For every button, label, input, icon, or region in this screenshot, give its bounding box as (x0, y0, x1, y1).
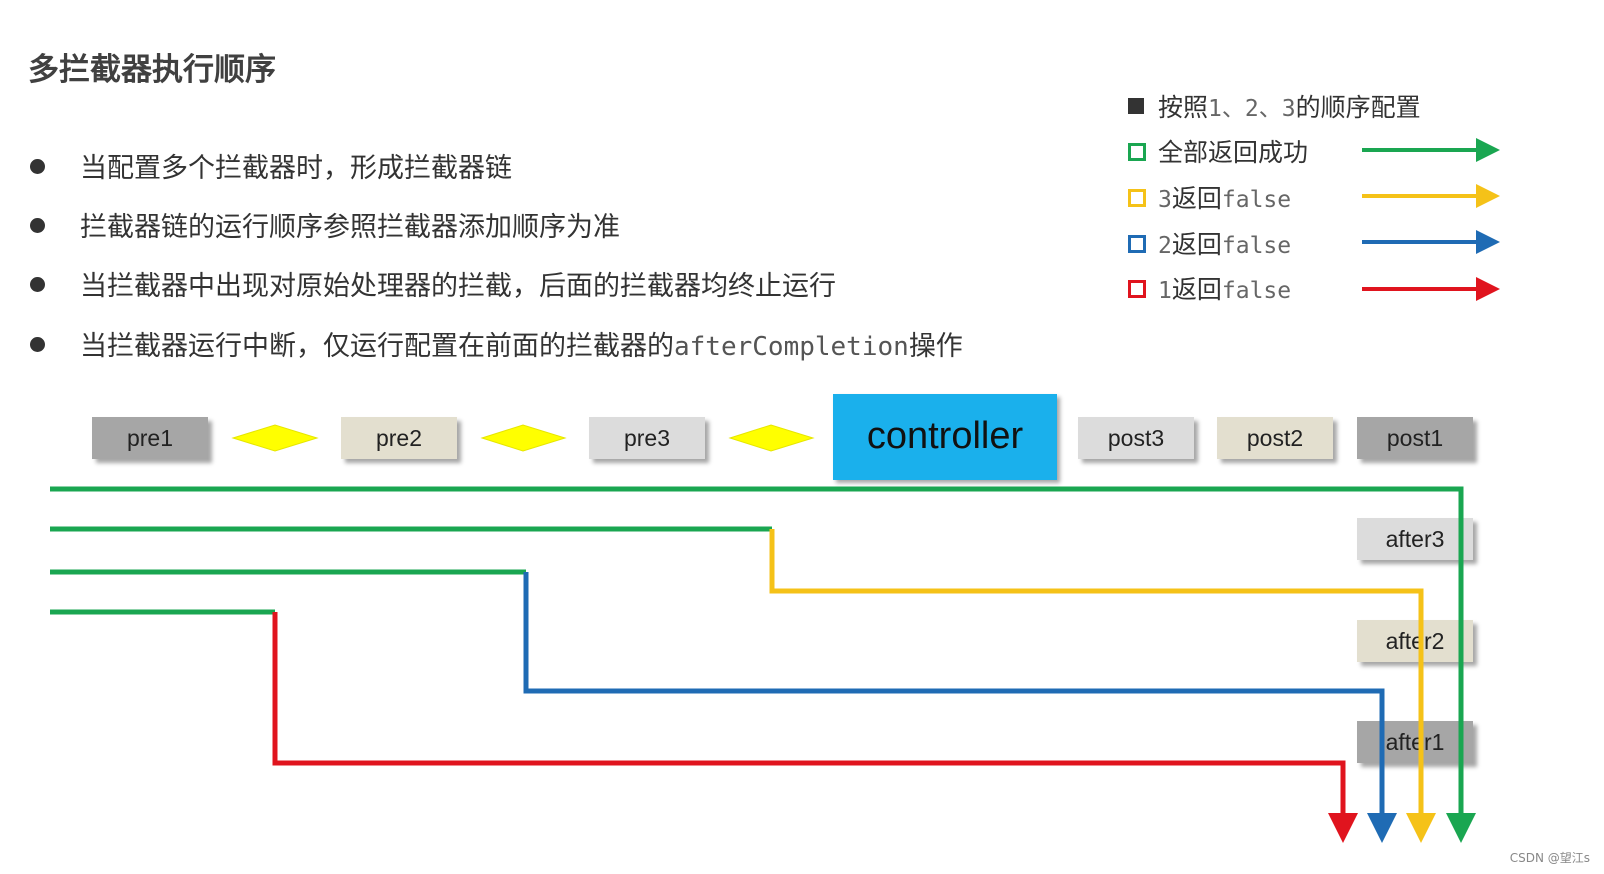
node-pre3: pre3 (589, 417, 705, 459)
bullet-dot-icon (30, 159, 45, 174)
bullet-dot-icon (30, 218, 45, 233)
node-after2: after2 (1357, 620, 1473, 662)
legend-code-suffix: false (1221, 278, 1292, 304)
node-post3: post3 (1078, 417, 1194, 459)
legend-header-prefix: 按照 (1158, 93, 1209, 122)
legend-header-suffix: 的顺序配置 (1295, 93, 1421, 122)
node-post2: post2 (1217, 417, 1333, 459)
bullet-dot-icon (30, 277, 45, 292)
bullet-text: 当拦截器运行中断，仅运行配置在前面的拦截器的afterCompletion操作 (80, 324, 963, 363)
diamond-shape (480, 424, 567, 452)
watermark: CSDN @望江s (1509, 851, 1590, 865)
bullet-text-before: 当拦截器运行中断，仅运行配置在前面的拦截器的 (80, 331, 674, 362)
legend-label-text: 返回 (1171, 230, 1222, 259)
legend-code-prefix: 2 (1158, 233, 1172, 259)
bullet-text-after: 操作 (908, 331, 963, 362)
blue-square-icon (1128, 235, 1146, 253)
legend-code-prefix: 3 (1158, 187, 1172, 213)
legend-label: 1返回false (1158, 270, 1291, 306)
flow-line-all-success (50, 486, 1476, 843)
bullet-code: afterCompletion (674, 332, 909, 362)
bullet-text: 当配置多个拦截器时，形成拦截器链 (80, 153, 512, 184)
filled-square-icon (1128, 98, 1144, 114)
diamond-shape (728, 424, 815, 452)
node-controller: controller (833, 394, 1057, 480)
legend-header-label: 按照1、2、3的顺序配置 (1158, 88, 1421, 124)
red-square-icon (1128, 280, 1146, 298)
page-title: 多拦截器执行顺序 (28, 52, 276, 88)
legend-label: 2返回false (1158, 225, 1291, 261)
legend-label: 3返回false (1158, 179, 1291, 215)
legend-label: 全部返回成功 (1158, 138, 1309, 167)
node-after1: after1 (1357, 721, 1473, 763)
flow-line-1-false (272, 612, 1358, 843)
legend-header-code: 1、2、3 (1208, 96, 1296, 122)
yellow-square-icon (1128, 189, 1146, 207)
legend-label-text: 返回 (1171, 275, 1222, 304)
green-square-icon (1128, 143, 1146, 161)
diamond-shape (231, 424, 319, 452)
node-pre1: pre1 (92, 417, 208, 459)
legend-code-prefix: 1 (1158, 278, 1172, 304)
flow-line-3-false (769, 529, 1436, 843)
bullet-text: 拦截器链的运行顺序参照拦截器添加顺序为准 (80, 212, 620, 243)
legend-code-suffix: false (1221, 233, 1292, 259)
node-after3: after3 (1357, 518, 1473, 560)
node-post1: post1 (1357, 417, 1473, 459)
legend-code-suffix: false (1221, 187, 1292, 213)
node-pre2: pre2 (341, 417, 457, 459)
bullet-dot-icon (30, 337, 45, 352)
legend-label-text: 返回 (1171, 184, 1222, 213)
flow-line-2-false (523, 572, 1397, 843)
bullet-text: 当拦截器中出现对原始处理器的拦截，后面的拦截器均终止运行 (80, 271, 836, 302)
